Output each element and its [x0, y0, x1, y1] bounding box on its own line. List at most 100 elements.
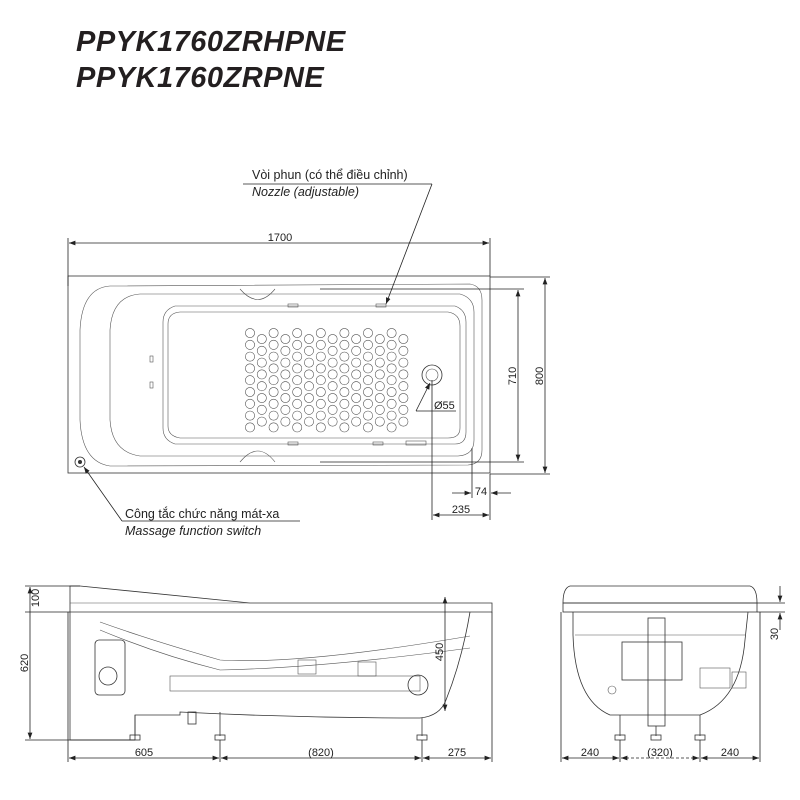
- end-dim-left: 240: [581, 747, 599, 759]
- anti-slip-dot: [245, 410, 255, 421]
- anti-slip-dot: [292, 363, 303, 374]
- anti-slip-dot: [268, 351, 279, 362]
- anti-slip-dot: [374, 369, 385, 380]
- dim-headrest: 100: [30, 589, 42, 607]
- dim-rim-offset: 74: [475, 486, 487, 498]
- anti-slip-dot: [398, 334, 409, 344]
- anti-slip-dot: [374, 393, 385, 403]
- end-dim-right: 240: [721, 747, 739, 759]
- dim-middle: (820): [308, 747, 334, 759]
- anti-slip-dot: [339, 363, 350, 374]
- anti-slip-dot: [363, 375, 373, 386]
- anti-slip-dot: [398, 345, 409, 356]
- anti-slip-dot: [304, 393, 314, 403]
- anti-slip-dot: [280, 345, 291, 356]
- anti-slip-dot: [256, 357, 267, 368]
- anti-slip-dot: [280, 381, 291, 392]
- anti-slip-dot: [245, 398, 255, 409]
- anti-slip-dot: [398, 381, 409, 392]
- anti-slip-dot: [304, 345, 314, 356]
- anti-slip-dot: [363, 422, 373, 433]
- anti-slip-dot: [315, 422, 326, 433]
- anti-slip-dot: [256, 416, 267, 427]
- dim-drain-offset: 235: [452, 504, 470, 516]
- anti-slip-dot: [327, 357, 338, 368]
- anti-slip-dot: [245, 328, 255, 338]
- anti-slip-dot: [351, 381, 362, 392]
- dim-left: 605: [135, 747, 153, 759]
- anti-slip-dot: [280, 416, 291, 427]
- top-view: 1700 710 800 74 235 Ø55 Vòi phun (có thể…: [67, 168, 550, 538]
- anti-slip-dot: [292, 398, 303, 409]
- anti-slip-dot: [351, 345, 362, 356]
- anti-slip-dot: [374, 404, 385, 415]
- anti-slip-dot: [339, 351, 350, 362]
- anti-slip-dot: [398, 393, 409, 403]
- anti-slip-dot: [315, 375, 326, 386]
- anti-slip-dot: [398, 369, 409, 380]
- anti-slip-dot: [351, 404, 362, 415]
- dim-rim: 30: [769, 628, 781, 640]
- anti-slip-dot: [363, 339, 373, 350]
- anti-slip-dot: [386, 387, 397, 397]
- anti-slip-dot: [327, 369, 338, 380]
- dim-inner-width: 710: [507, 367, 519, 385]
- anti-slip-dot: [374, 416, 385, 427]
- anti-slip-dot: [351, 334, 362, 344]
- anti-slip-dot: [280, 369, 291, 380]
- end-view: 30 240 (320) 240: [560, 585, 785, 762]
- anti-slip-dot: [374, 357, 385, 368]
- anti-slip-dot: [315, 398, 326, 409]
- anti-slip-dot: [280, 334, 291, 344]
- anti-slip-dot: [315, 339, 326, 350]
- anti-slip-dot: [304, 357, 314, 368]
- anti-slip-dot: [363, 410, 373, 421]
- anti-slip-dot: [245, 351, 255, 362]
- dim-right: 275: [448, 747, 466, 759]
- dim-length: 1700: [268, 232, 292, 244]
- anti-slip-dot: [327, 416, 338, 427]
- anti-slip-dot: [386, 328, 397, 338]
- anti-slip-dot: [256, 334, 267, 344]
- anti-slip-dot: [292, 339, 303, 350]
- anti-slip-dot: [339, 410, 350, 421]
- anti-slip-dot: [256, 393, 267, 403]
- anti-slip-dot: [374, 345, 385, 356]
- dim-height: 620: [19, 654, 31, 672]
- dim-depth: 450: [434, 643, 446, 661]
- nozzle-label-en: Nozzle (adjustable): [252, 185, 359, 199]
- anti-slip-dot: [351, 369, 362, 380]
- anti-slip-dot: [304, 404, 314, 415]
- anti-slip-dot: [245, 422, 255, 433]
- anti-slip-dot: [280, 357, 291, 368]
- anti-slip-dot: [363, 351, 373, 362]
- anti-slip-dot: [327, 345, 338, 356]
- anti-slip-dot: [304, 369, 314, 380]
- anti-slip-dot: [339, 339, 350, 350]
- model-title-2: PPYK1760ZRPNE: [76, 62, 325, 94]
- anti-slip-dot: [363, 387, 373, 397]
- model-title-1: PPYK1760ZRHPNE: [76, 26, 346, 58]
- anti-slip-dot: [386, 410, 397, 421]
- anti-slip-dot: [304, 381, 314, 392]
- anti-slip-dot: [268, 339, 279, 350]
- anti-slip-dot: [351, 416, 362, 427]
- anti-slip-dot: [363, 363, 373, 374]
- anti-slip-dot: [386, 375, 397, 386]
- switch-label-en: Massage function switch: [125, 524, 261, 538]
- switch-label-vi: Công tắc chức năng mát-xa: [125, 506, 279, 521]
- anti-slip-dots: [245, 328, 409, 433]
- anti-slip-dot: [268, 422, 279, 433]
- anti-slip-dot: [398, 404, 409, 415]
- anti-slip-dot: [256, 345, 267, 356]
- anti-slip-dot: [386, 351, 397, 362]
- anti-slip-dot: [292, 422, 303, 433]
- nozzle-label-vi: Vòi phun (có thể điều chỉnh): [252, 168, 408, 182]
- anti-slip-dot: [327, 393, 338, 403]
- anti-slip-dot: [339, 422, 350, 433]
- massage-switch-icon: [74, 456, 86, 468]
- end-dim-middle: (320): [647, 747, 673, 759]
- anti-slip-dot: [339, 375, 350, 386]
- anti-slip-dot: [351, 357, 362, 368]
